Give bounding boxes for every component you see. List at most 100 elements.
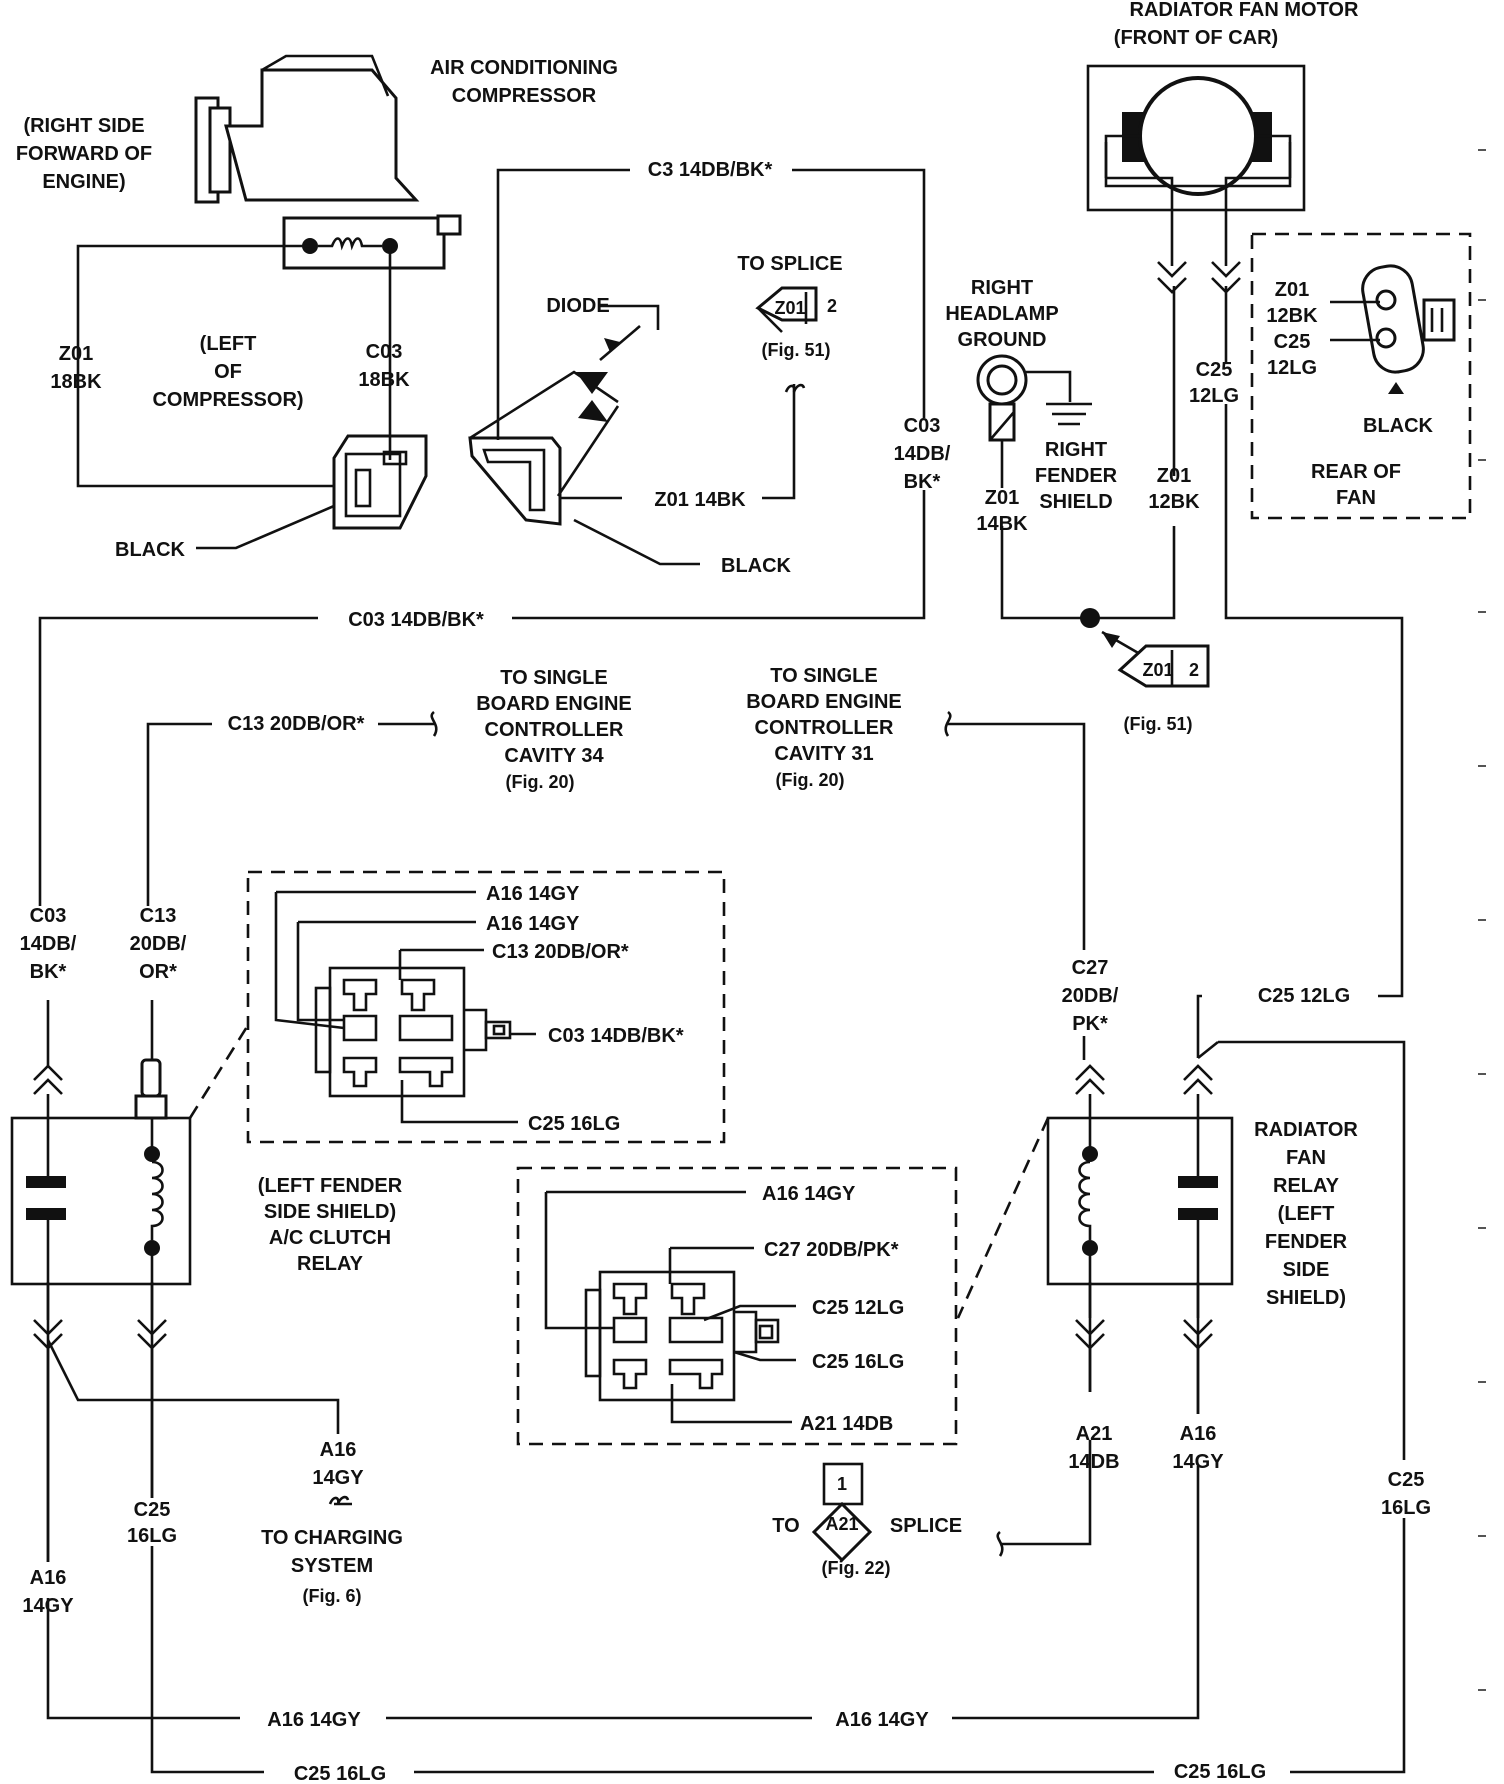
fig-ref: (Fig. 51) [761, 340, 830, 360]
ground-location-label: RIGHT [1045, 439, 1107, 461]
ac-compressor-label: COMPRESSOR [452, 85, 597, 107]
wire-label: PK* [1072, 1013, 1108, 1035]
wire-label: C3 14DB/BK* [648, 159, 773, 181]
relay-label: A/C CLUTCH [269, 1227, 391, 1249]
relay-label: RELAY [1273, 1175, 1340, 1197]
fan-relay-connector-detail [516, 1166, 958, 1446]
wire-label: A16 14GY [762, 1183, 856, 1205]
wire-label: 14DB [1068, 1451, 1119, 1473]
wire-label: 14BK [976, 513, 1028, 535]
relay-label: (LEFT FENDER [258, 1175, 403, 1197]
wire-label: A21 [1076, 1423, 1113, 1445]
connector-color-label: BLACK [115, 539, 186, 561]
splice-label: SPLICE [890, 1515, 962, 1537]
wire-label: C03 [904, 415, 941, 437]
wire-label: 12LG [1267, 357, 1317, 379]
wire-label: A16 [1180, 1423, 1217, 1445]
splice-label: TO SPLICE [737, 253, 842, 275]
wire-label: A16 [30, 1567, 67, 1589]
ground-label: HEADLAMP [945, 303, 1058, 325]
wire-label: A16 14GY [486, 913, 580, 935]
wire-label: 14GY [312, 1467, 364, 1489]
relay-label: RELAY [297, 1253, 364, 1275]
wire-label: 18BK [50, 371, 102, 393]
wire-label: C25 12LG [1258, 985, 1350, 1007]
connector-color-label: BLACK [1363, 415, 1434, 437]
relay-label: SHIELD) [1266, 1287, 1346, 1309]
location-note: ENGINE) [42, 171, 125, 193]
connector-color-label: BLACK [721, 555, 792, 577]
wire-label: C13 20DB/OR* [492, 941, 629, 963]
wire-label: C25 [1388, 1469, 1425, 1491]
destination-label: CAVITY 34 [504, 745, 604, 767]
destination-label: BOARD ENGINE [476, 693, 632, 715]
wire-label: BK* [904, 471, 941, 493]
wire-label: 14GY [22, 1595, 74, 1617]
wire-label: 16LG [127, 1525, 177, 1547]
wire-label: C03 14DB/BK* [548, 1025, 684, 1047]
wire-label: C13 20DB/OR* [228, 713, 365, 735]
fig-ref: (Fig. 20) [775, 770, 844, 790]
wire-label: C03 [30, 905, 67, 927]
splice-id: Z01 [774, 298, 805, 318]
splice-z01-mid [1117, 644, 1210, 688]
ground-label: GROUND [958, 329, 1047, 351]
radiator-fan-relay [956, 1064, 1234, 1414]
wire-label: 14DB/ [20, 933, 77, 955]
fig-ref: (Fig. 22) [821, 1558, 890, 1578]
wire-label: C03 [366, 341, 403, 363]
wire-label: C25 12LG [812, 1297, 904, 1319]
destination-label: CAVITY 31 [774, 743, 873, 765]
margin-ticks [1478, 149, 1486, 1691]
splice-a21 [811, 1462, 873, 1563]
wire-label: Z01 [1157, 465, 1191, 487]
location-note: FORWARD OF [16, 143, 152, 165]
wire-label: C25 16LG [1174, 1761, 1266, 1783]
wire-label: A21 14DB [800, 1413, 893, 1435]
relay-label: (LEFT [1278, 1203, 1335, 1225]
destination-label: SYSTEM [291, 1555, 373, 1577]
radiator-fan-motor [1086, 64, 1306, 266]
wire-label: C25 [1196, 359, 1233, 381]
wire-label: 20DB/ [130, 933, 187, 955]
ac-compressor [194, 54, 462, 270]
labels: RADIATOR FAN MOTOR (FRONT OF CAR) AIR CO… [16, 0, 1434, 1784]
fig-ref: (Fig. 51) [1123, 714, 1192, 734]
wire-label: A16 [320, 1439, 357, 1461]
relay-label: RADIATOR [1254, 1119, 1358, 1141]
wire-label: 16LG [1381, 1497, 1431, 1519]
wire-label: C27 [1072, 957, 1109, 979]
location-note: (RIGHT SIDE [23, 115, 144, 137]
splice-id: Z01 [1142, 660, 1173, 680]
ac-relay-connector-detail [246, 870, 726, 1144]
fig-ref: (Fig. 6) [303, 1586, 362, 1606]
ground-label: RIGHT [971, 277, 1033, 299]
relay-label: SIDE [1283, 1259, 1330, 1281]
wire-label: 14GY [1172, 1451, 1224, 1473]
relay-label: SIDE SHIELD) [264, 1201, 396, 1223]
ac-compressor-label: AIR CONDITIONING [430, 57, 618, 79]
headlamp-ground [976, 354, 1092, 442]
wire-label: A16 14GY [486, 883, 580, 905]
splice-z01-top [755, 286, 818, 333]
wire-label: C25 [134, 1499, 171, 1521]
ac-clutch-relay [10, 1000, 252, 1562]
wire-label: C03 14DB/BK* [348, 609, 484, 631]
wire-label: 12LG [1189, 385, 1239, 407]
location-note: COMPRESSOR) [152, 389, 303, 411]
location-note: OF [214, 361, 242, 383]
wire-label: C25 [1274, 331, 1311, 353]
destination-label: TO CHARGING [261, 1527, 403, 1549]
splice-label: TO [772, 1515, 799, 1537]
location-note: (LEFT [200, 333, 257, 355]
diode-connector [468, 325, 641, 526]
destination-label: CONTROLLER [755, 717, 894, 739]
fan-motor-title: RADIATOR FAN MOTOR [1130, 0, 1359, 21]
wire-label: C13 [140, 905, 177, 927]
wire-label: C25 16LG [294, 1763, 386, 1784]
relay-label: FAN [1286, 1147, 1326, 1169]
wire-label: A16 14GY [267, 1709, 361, 1731]
fan-motor-subtitle: (FRONT OF CAR) [1114, 27, 1278, 49]
relay-label: FENDER [1265, 1231, 1348, 1253]
